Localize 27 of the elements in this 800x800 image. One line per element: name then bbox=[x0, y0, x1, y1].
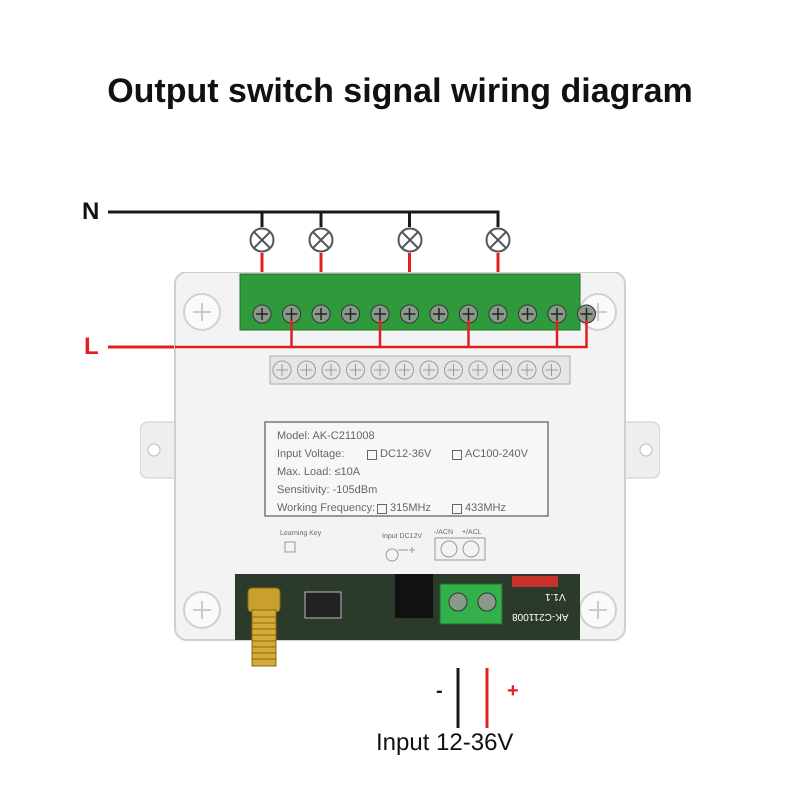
diagram-title: Output switch signal wiring diagram bbox=[106, 72, 694, 111]
spec-text: Max. Load: ≤10A bbox=[277, 466, 360, 479]
wire bbox=[408, 253, 411, 272]
spec-text: AC100-240V bbox=[465, 448, 528, 461]
lamp-symbol bbox=[249, 227, 275, 253]
board-marking: V1.1 bbox=[545, 590, 566, 603]
spec-text: Working Frequency: bbox=[277, 502, 376, 515]
lamp-symbol bbox=[485, 227, 511, 253]
spec-text: Input Voltage: bbox=[277, 448, 344, 461]
lamp-symbol bbox=[396, 227, 422, 253]
spec-text: 315MHz bbox=[390, 502, 431, 515]
spec-text: DC12-36V bbox=[380, 448, 432, 461]
wire bbox=[260, 253, 264, 272]
wire bbox=[320, 253, 322, 272]
live-label: L bbox=[84, 333, 108, 361]
wire bbox=[108, 346, 175, 348]
board-marking: AK-C211008 bbox=[512, 610, 569, 623]
spec-text: 433MHz bbox=[465, 502, 506, 515]
input-voltage-label: Input 12-36V bbox=[376, 728, 576, 758]
wire bbox=[108, 210, 500, 227]
spec-text: Sensitivity: -105dBm bbox=[277, 484, 378, 497]
wire bbox=[456, 668, 460, 728]
wire bbox=[496, 253, 500, 272]
neutral-label: N bbox=[82, 198, 108, 226]
spec-text: Model: AK-C211008 bbox=[277, 430, 375, 443]
lamp-symbol bbox=[308, 227, 334, 253]
wire bbox=[486, 668, 488, 728]
